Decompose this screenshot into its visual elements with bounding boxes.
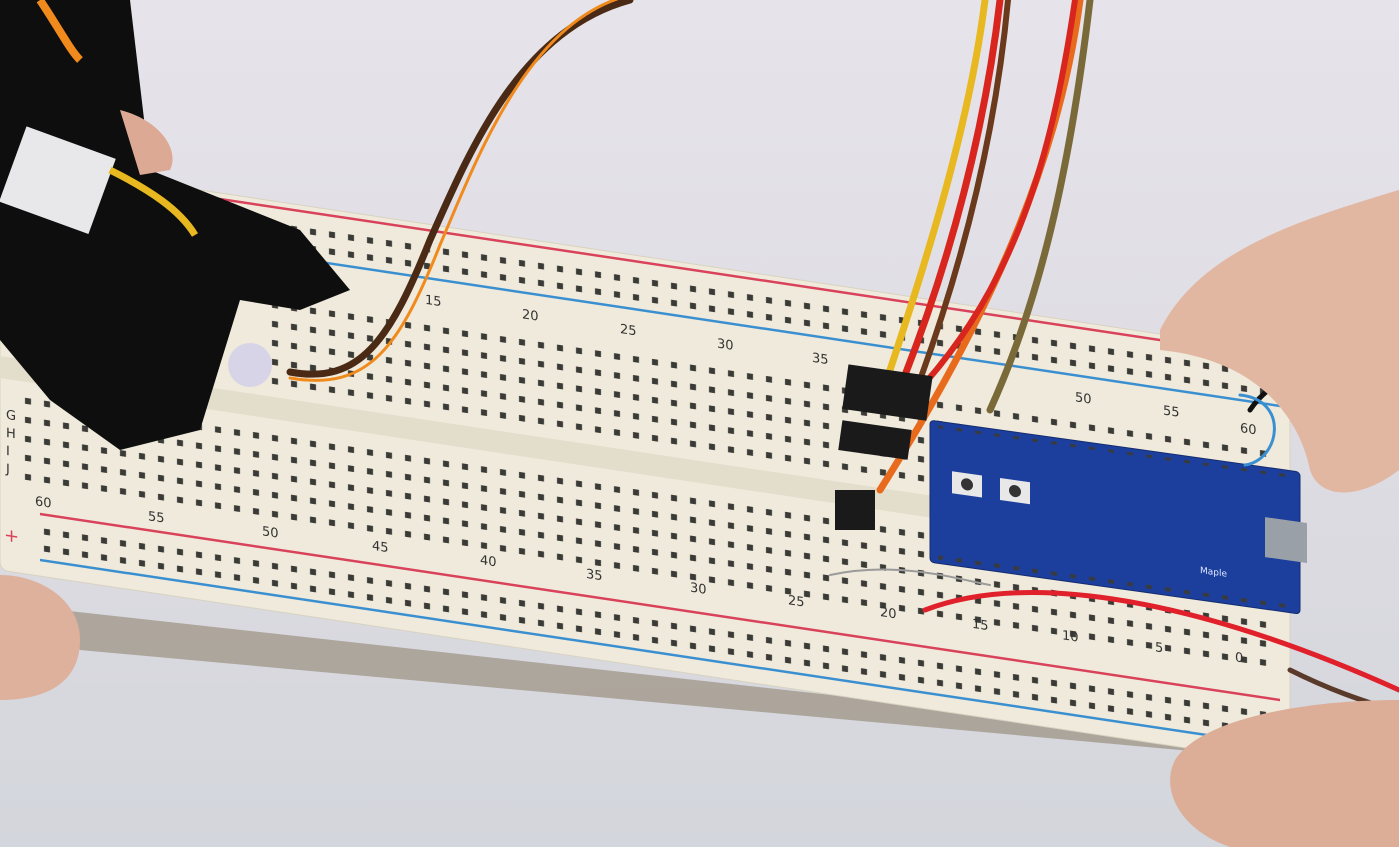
column-number: 30	[690, 581, 707, 598]
user-button-cap	[1009, 485, 1021, 498]
red-wire	[901, 0, 1004, 379]
reset-button-cap	[961, 478, 973, 491]
usb-connector	[1265, 517, 1307, 563]
board-shadow	[60, 610, 1290, 760]
row-letter: G	[6, 408, 16, 424]
right-hand-upper	[1160, 190, 1399, 493]
blue-jumper	[1238, 393, 1276, 467]
servo-wire	[108, 166, 199, 237]
column-number: 25	[788, 593, 805, 610]
column-number: 25	[620, 322, 637, 339]
column-number: 15	[425, 293, 442, 310]
column-number: 20	[522, 307, 539, 324]
microcontroller-board: Maple	[929, 420, 1307, 614]
servo-horn	[228, 343, 272, 387]
row-letter: I	[6, 444, 10, 459]
red-power-wire	[922, 590, 1399, 693]
column-number: 20	[880, 605, 897, 622]
rail-plus-mark: +	[4, 525, 19, 548]
servo-wire	[36, 0, 83, 63]
dupont-connector	[835, 490, 875, 530]
bottom-rail-red-line	[40, 512, 1280, 702]
left-thumb	[0, 575, 80, 700]
bottom-rail-blue-line	[40, 558, 1280, 748]
top-rail-blue-line	[140, 233, 1280, 408]
column-number: 30	[717, 337, 734, 354]
jumper-wires	[286, 0, 1399, 715]
column-number: 35	[812, 351, 829, 368]
servo-connector	[0, 126, 116, 235]
board-label: Maple	[1200, 566, 1227, 580]
column-number: 50	[1075, 390, 1092, 407]
column-number: 60	[1240, 421, 1257, 438]
row-letter: H	[6, 426, 16, 442]
column-number: 50	[262, 524, 279, 541]
resistor-lead	[829, 568, 991, 586]
right-hand-lower	[1170, 700, 1399, 847]
column-number: 0	[1235, 650, 1243, 666]
left-finger	[120, 110, 173, 175]
column-number: 45	[372, 539, 389, 556]
servo-motor	[0, 0, 350, 450]
dupont-connector	[838, 420, 912, 460]
column-number: 40	[480, 553, 497, 570]
column-number: 55	[1163, 404, 1180, 421]
bottom-rail-holes	[40, 520, 1270, 739]
brown-wire-2	[917, 0, 1011, 383]
column-number: 5	[1155, 640, 1163, 656]
top-rail-red-line	[140, 185, 1280, 360]
orange-wire	[288, 0, 619, 382]
row-letter: J	[5, 462, 10, 478]
column-number: 10	[1062, 628, 1079, 645]
header-pins-bottom	[938, 547, 1292, 609]
dupont-connector	[842, 364, 933, 421]
olive-wire	[986, 0, 1094, 414]
yellow-wire	[886, 0, 989, 374]
servo-body	[0, 0, 350, 450]
column-number: 15	[972, 617, 989, 634]
column-number: 60	[35, 494, 52, 511]
column-number: 55	[148, 509, 165, 526]
header-pins-top	[938, 425, 1292, 487]
red-wire-2	[897, 0, 1078, 413]
column-number: 35	[586, 567, 603, 584]
